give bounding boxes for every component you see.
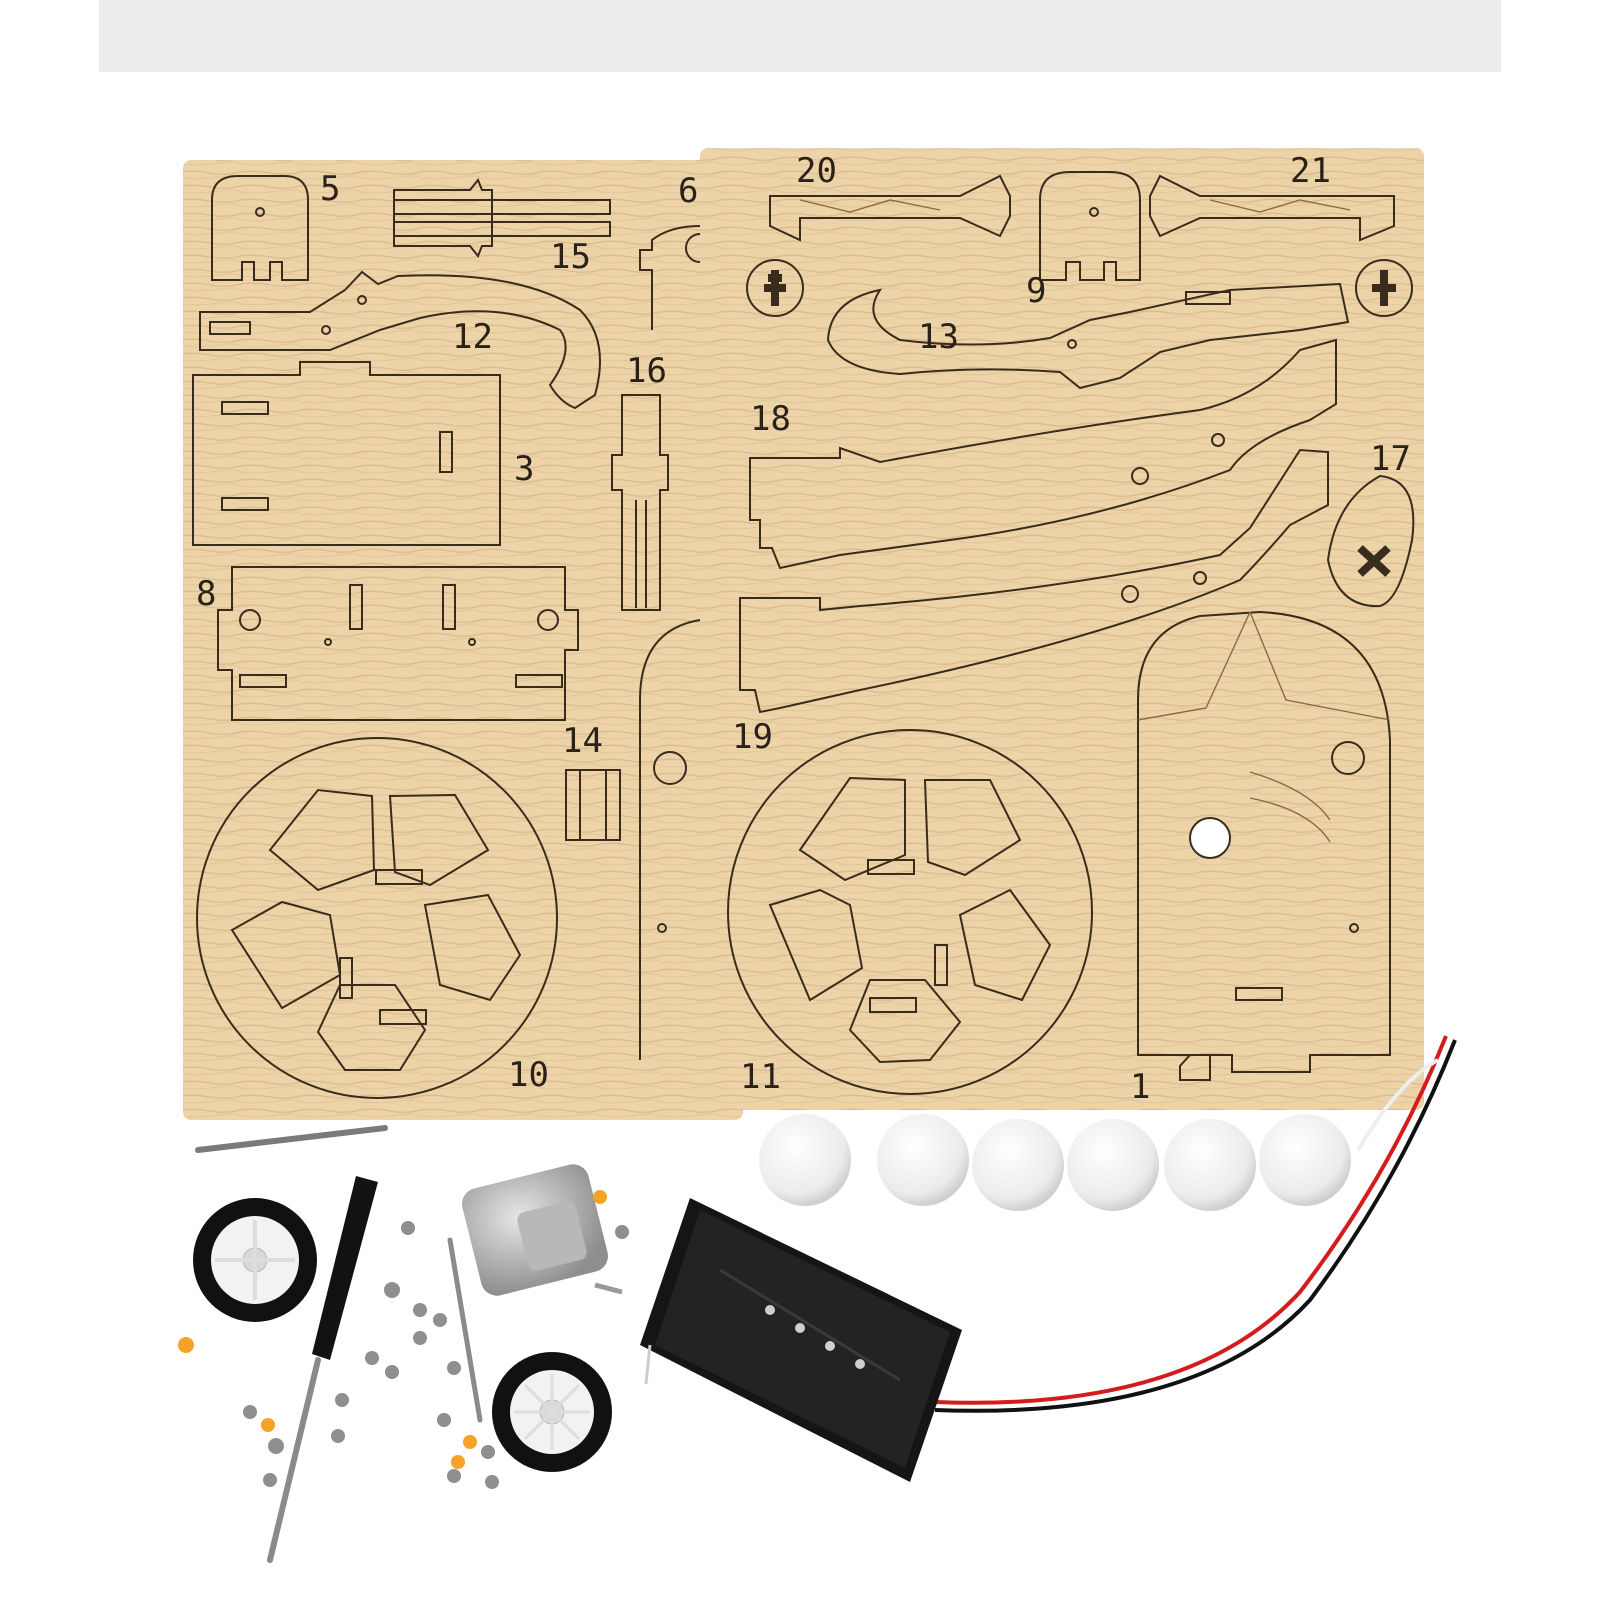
- part-number-21: 21: [1290, 151, 1331, 191]
- orange-beads: [178, 1337, 477, 1469]
- part-number-10: 10: [508, 1055, 549, 1095]
- part-number-8: 8: [196, 574, 216, 614]
- part-number-18: 18: [750, 399, 791, 439]
- screws: [243, 1221, 629, 1489]
- part-number-11: 11: [740, 1057, 781, 1097]
- left-wood-board: 5 15 6 12 16 3 8 14 10: [183, 160, 743, 1120]
- battery-wires: [934, 1035, 1457, 1413]
- part-number-1: 1: [1130, 1067, 1150, 1107]
- screwdriver: [267, 1176, 378, 1563]
- foam-balls: [759, 1114, 1351, 1211]
- part-number-16: 16: [626, 351, 667, 391]
- wheel-left: [193, 1198, 317, 1322]
- right-wood-board: 20 21 9 13 18 17 19 11 1: [700, 148, 1424, 1110]
- part-number-17: 17: [1370, 439, 1411, 479]
- dc-motor: [462, 1164, 623, 1296]
- part-number-12: 12: [452, 317, 493, 357]
- part-number-14: 14: [562, 721, 603, 761]
- part-number-13: 13: [918, 317, 959, 357]
- part-number-5: 5: [320, 169, 340, 209]
- part-number-6: 6: [678, 171, 698, 211]
- part-number-20: 20: [796, 151, 837, 191]
- axle: [447, 1237, 483, 1423]
- axle-rod: [195, 1125, 388, 1153]
- wheel-right: [492, 1352, 612, 1472]
- part-number-3: 3: [514, 449, 534, 489]
- top-banner: [99, 0, 1501, 72]
- part-number-19: 19: [732, 717, 773, 757]
- part-number-15: 15: [550, 237, 591, 277]
- part-number-9: 9: [1026, 271, 1046, 311]
- battery-box: [640, 1198, 962, 1482]
